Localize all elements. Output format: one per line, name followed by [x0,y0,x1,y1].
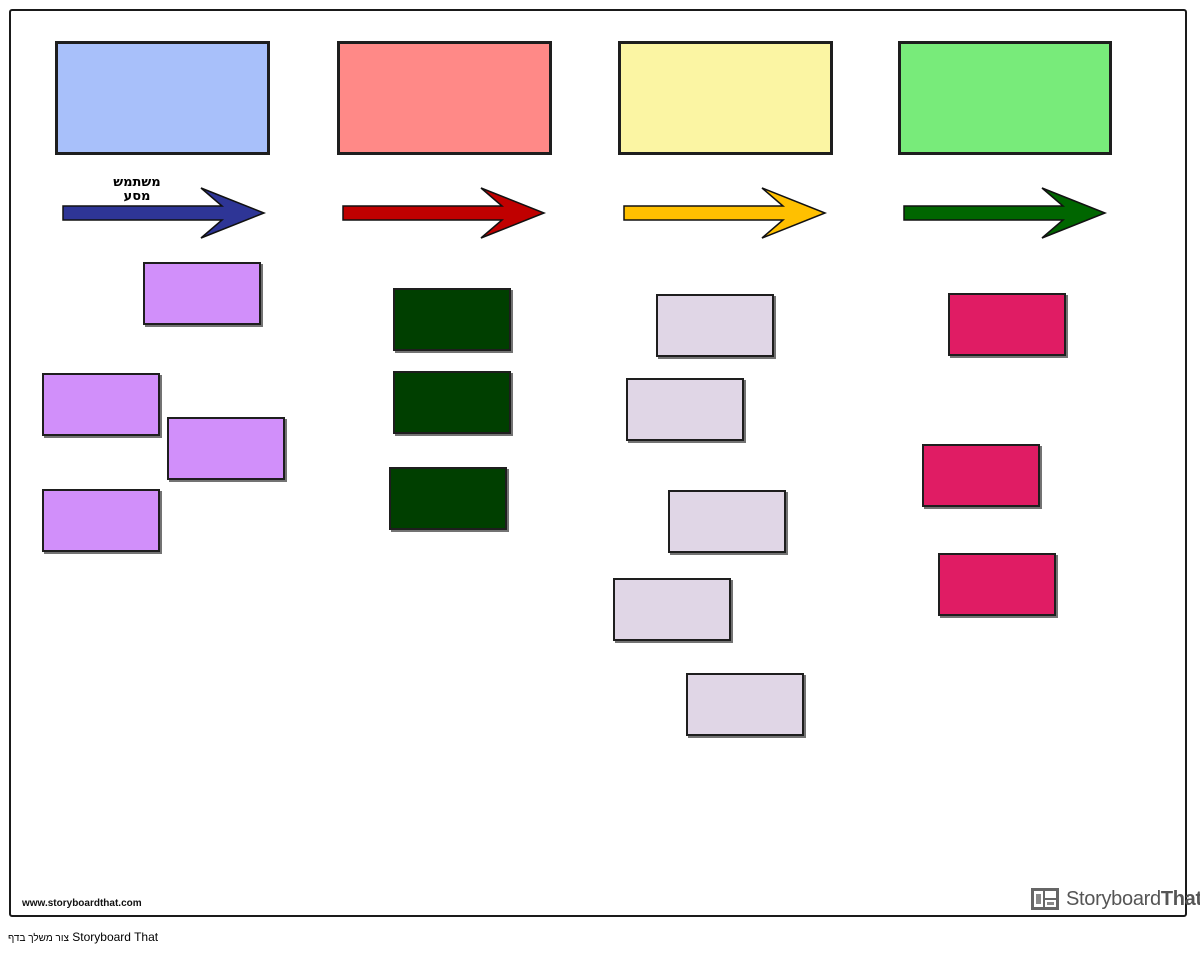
card-col1-2[interactable] [42,373,160,436]
brand-name: StoryboardThat [1066,888,1200,911]
header-box-1[interactable] [55,41,270,155]
card-col2-3[interactable] [389,467,507,530]
arrow-2 [342,187,547,239]
header-box-3[interactable] [618,41,833,155]
header-box-2[interactable] [337,41,552,155]
credit-brand[interactable]: Storyboard That [72,930,159,944]
card-col4-2[interactable] [922,444,1040,507]
credit-line: צור משלך בדף Storyboard That [8,930,158,944]
arrow-label: משתמש מסע [113,175,161,204]
credit-hebrew[interactable]: צור משלך בדף [8,933,69,944]
card-col3-3[interactable] [668,490,786,553]
storyboard-logo-icon [1031,888,1059,910]
brand-name-bold: That [1160,887,1200,910]
card-col3-2[interactable] [626,378,744,441]
card-col4-1[interactable] [948,293,1066,356]
card-col1-1[interactable] [143,262,261,325]
site-url[interactable]: www.storyboardthat.com [22,898,142,909]
card-col3-1[interactable] [656,294,774,357]
brand-name-regular: Storyboard [1066,887,1161,910]
arrow-1 [62,187,267,239]
card-col2-1[interactable] [393,288,511,351]
card-col1-4[interactable] [42,489,160,552]
card-col3-5[interactable] [686,673,804,736]
brand-watermark: StoryboardThat [1030,886,1200,912]
card-col4-3[interactable] [938,553,1056,616]
arrow-4 [903,187,1108,239]
arrow-3 [623,187,828,239]
card-col1-3[interactable] [167,417,285,480]
card-col3-4[interactable] [613,578,731,641]
header-box-4[interactable] [898,41,1112,155]
card-col2-2[interactable] [393,371,511,434]
